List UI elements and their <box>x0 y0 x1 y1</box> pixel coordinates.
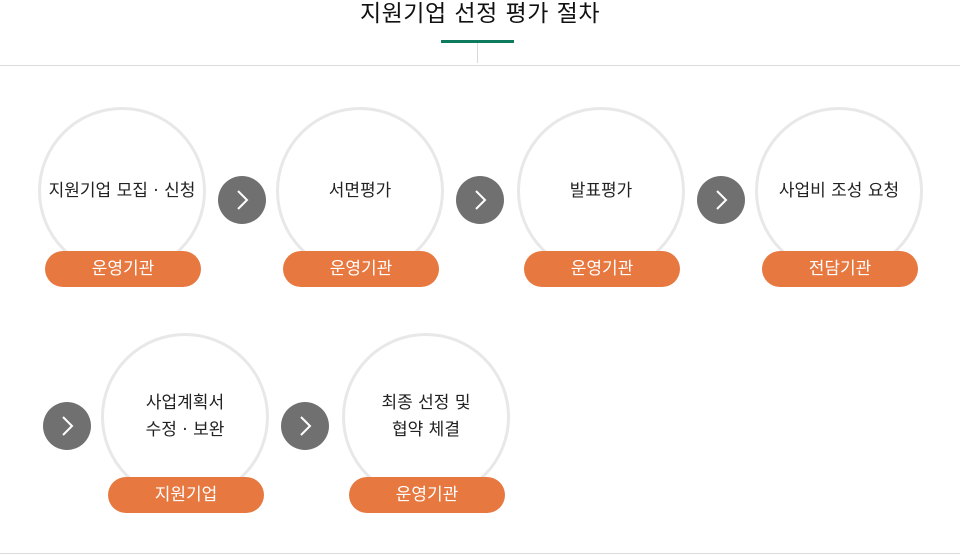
step-label: 발표평가 <box>569 180 633 201</box>
bottom-divider <box>0 553 960 554</box>
step-label: 사업비 조성 요청 <box>778 180 900 201</box>
page-title: 지원기업 선정 평가 절차 <box>359 1 601 27</box>
step-circle-3: 발표평가 <box>517 107 685 275</box>
step-circle-6: 최종 선정 및 협약 체결 <box>342 333 510 501</box>
step-circle-1: 지원기업 모집 · 신청 <box>38 107 206 275</box>
step-circle-5: 사업계획서 수정 · 보완 <box>101 333 269 501</box>
step-label: 서면평가 <box>328 180 392 201</box>
step-label: 최종 선정 및 협약 체결 <box>381 393 471 440</box>
step-agency-badge: 지원기업 <box>108 477 264 513</box>
top-divider <box>0 65 960 66</box>
chevron-right-icon <box>281 402 329 450</box>
step-agency-badge: 운영기관 <box>45 251 201 287</box>
step-circle-4: 사업비 조성 요청 <box>755 107 923 275</box>
step-agency-badge: 운영기관 <box>349 477 505 513</box>
chevron-right-icon <box>43 402 91 450</box>
chevron-right-icon <box>456 176 504 224</box>
title-divider-tick <box>477 43 478 63</box>
chevron-right-icon <box>697 176 745 224</box>
step-label: 사업계획서 수정 · 보완 <box>145 393 225 440</box>
step-agency-badge: 운영기관 <box>524 251 680 287</box>
step-agency-badge: 전담기관 <box>762 251 918 287</box>
step-circle-2: 서면평가 <box>276 107 444 275</box>
step-label: 지원기업 모집 · 신청 <box>48 180 196 201</box>
title-underline <box>441 40 514 43</box>
chevron-right-icon <box>218 176 266 224</box>
step-agency-badge: 운영기관 <box>283 251 439 287</box>
